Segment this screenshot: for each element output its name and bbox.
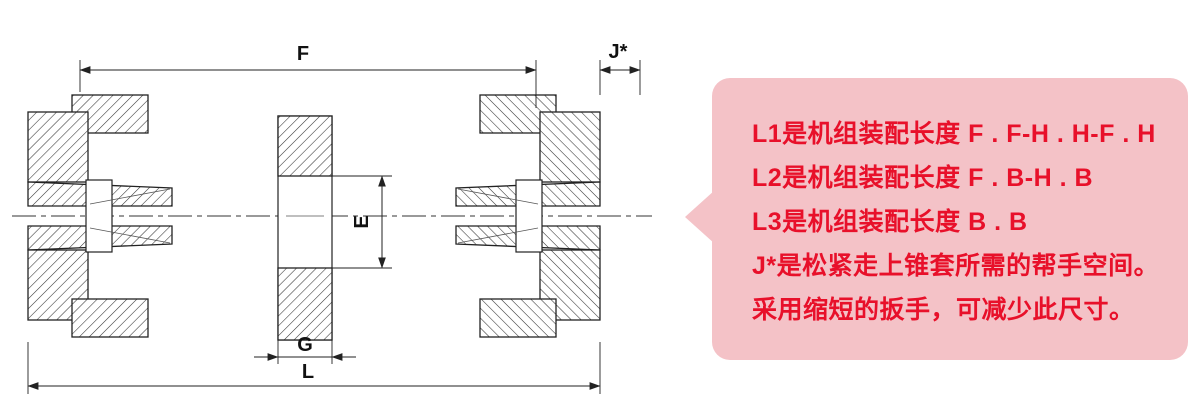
center-spacer-section [277, 115, 333, 341]
note-line-wrench: 采用缩短的扳手，可减少此尺寸。 [752, 296, 1135, 324]
dimension-G: G [254, 334, 356, 364]
coupling-technical-drawing: F J* E G L [12, 41, 652, 394]
note-line-l3: L3是机组装配长度 B . B [752, 208, 1028, 236]
dim-label-G: G [297, 334, 313, 356]
dim-label-F: F [297, 43, 309, 65]
note-callout: L1是机组装配长度 F . F-H . H-F . H L2是机组装配长度 F … [685, 78, 1188, 360]
note-line-l1: L1是机组装配长度 F . F-H . H-F . H [752, 120, 1156, 148]
dimension-E: E [332, 175, 392, 269]
dimension-J-star: J* [599, 41, 641, 95]
note-line-j-star: J*是松紧走上锥套所需的帮手空间。 [752, 252, 1160, 280]
dimension-L: L [27, 342, 601, 394]
dimension-F: F [79, 43, 537, 108]
callout-tail [685, 190, 715, 244]
dim-label-L: L [302, 361, 314, 383]
dim-label-E: E [351, 215, 373, 228]
dim-label-J-star: J* [609, 41, 628, 63]
note-line-l2: L2是机组装配长度 F . B-H . B [752, 164, 1094, 192]
